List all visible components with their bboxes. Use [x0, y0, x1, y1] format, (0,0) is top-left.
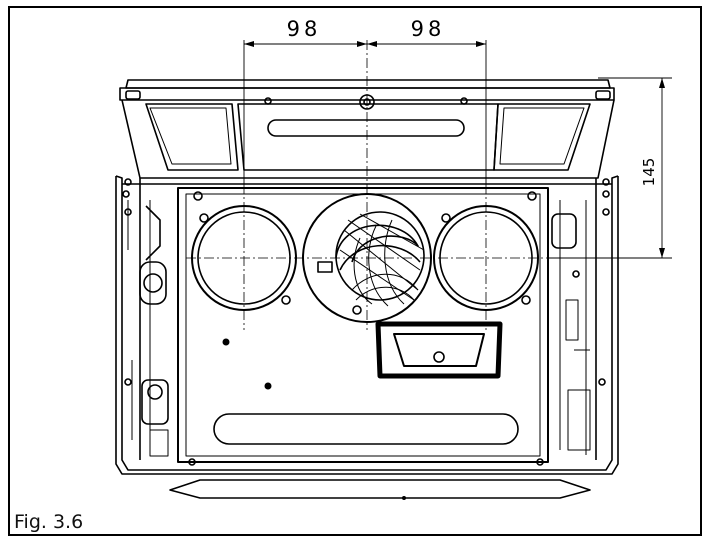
- dimension-arrows: [244, 41, 665, 258]
- dimension-lines: [243, 40, 672, 259]
- burner-window: [375, 321, 503, 379]
- dimension-label-right: 98: [411, 17, 446, 41]
- centre-lines: [186, 40, 548, 330]
- figure-frame: [8, 6, 702, 536]
- top-hood: [119, 79, 615, 179]
- bolts: [122, 178, 610, 466]
- dimension-label-left: 98: [287, 17, 322, 41]
- left-side-components: [127, 200, 169, 457]
- bottom-slot: [213, 413, 519, 445]
- mounting-holes: [222, 338, 406, 500]
- dimension-label-vertical: 145: [640, 158, 658, 187]
- figure-caption: Fig. 3.6: [14, 511, 84, 533]
- right-side-components: [551, 200, 591, 451]
